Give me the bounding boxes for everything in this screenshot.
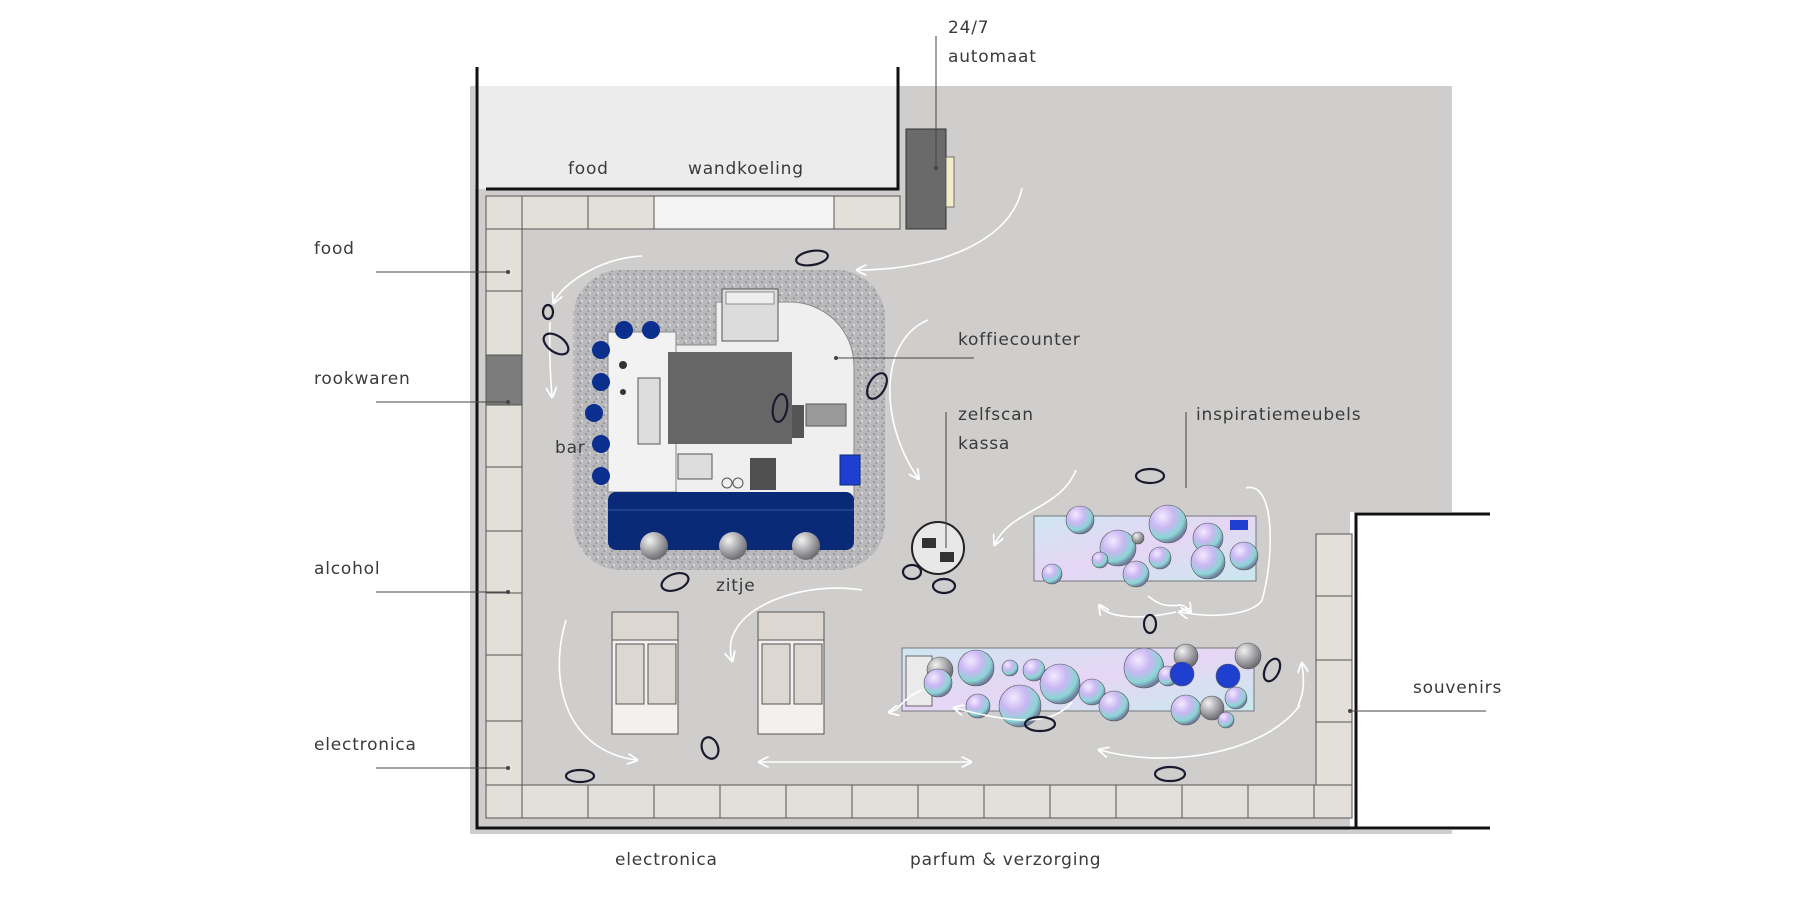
automaat-unit bbox=[905, 128, 955, 230]
label-inspiratiemeubels: inspiratiemeubels bbox=[1196, 405, 1362, 425]
zelfscan-kassa bbox=[911, 521, 965, 575]
label-food-top: food bbox=[568, 159, 609, 179]
display-cabinet-1 bbox=[611, 611, 679, 735]
person-icon bbox=[541, 249, 1282, 784]
label-automaat-line1: 24/7 bbox=[948, 18, 990, 38]
shelf-row-top bbox=[485, 195, 901, 230]
display-cabinet-2 bbox=[757, 611, 825, 735]
leader-lines bbox=[376, 36, 1486, 769]
label-souvenirs: souvenirs bbox=[1413, 678, 1503, 698]
label-zelfscan-line1: zelfscan bbox=[958, 405, 1034, 425]
zitje-seats bbox=[640, 532, 820, 560]
label-food-left: food bbox=[314, 239, 355, 259]
label-parfum-verzorging: parfum & verzorging bbox=[910, 850, 1102, 870]
plant-icon bbox=[923, 504, 1262, 729]
label-zelfscan-line2: kassa bbox=[958, 434, 1011, 454]
label-electronica-left: electronica bbox=[314, 735, 417, 755]
bar-stools bbox=[585, 321, 660, 485]
label-zitje: zitje bbox=[716, 576, 756, 596]
label-rookwaren: rookwaren bbox=[314, 369, 411, 389]
shelf-row-right bbox=[1315, 533, 1353, 786]
walls bbox=[475, 67, 1490, 830]
label-bar: bar bbox=[555, 438, 586, 458]
label-koffiecounter: koffiecounter bbox=[958, 330, 1081, 350]
label-automaat-line2: automaat bbox=[948, 47, 1037, 67]
bar-island bbox=[573, 270, 885, 570]
shelf-row-left bbox=[485, 228, 523, 786]
label-alcohol: alcohol bbox=[314, 559, 381, 579]
label-wandkoeling: wandkoeling bbox=[688, 159, 804, 179]
leader-dots bbox=[506, 166, 1352, 770]
shelf-row-bottom bbox=[485, 784, 1353, 819]
label-electronica-bottom: electronica bbox=[615, 850, 718, 870]
flow-arrow-icon bbox=[550, 187, 1304, 762]
